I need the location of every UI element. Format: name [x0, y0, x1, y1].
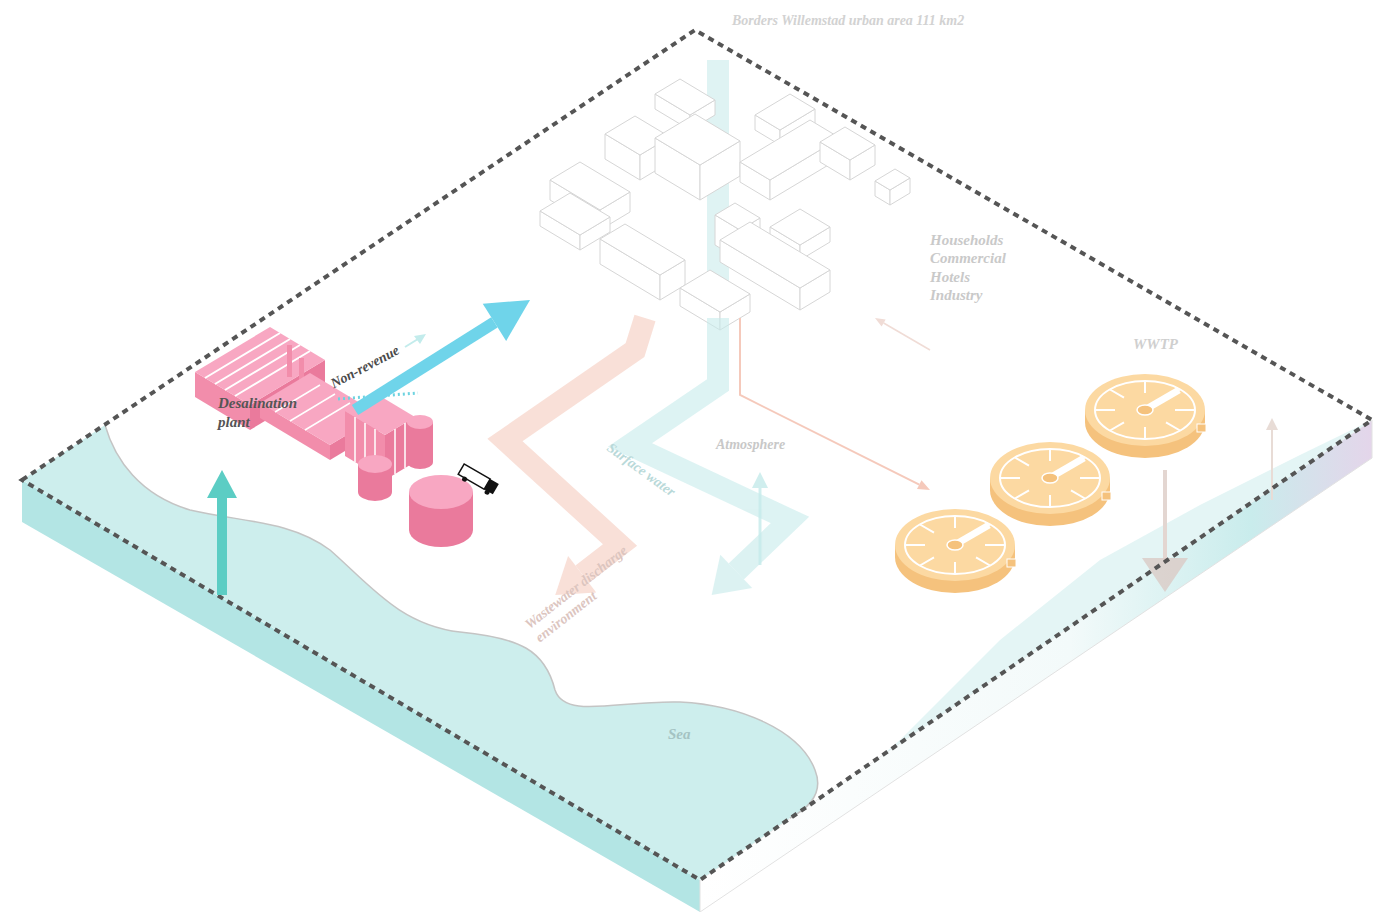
desalination-plant	[195, 327, 499, 547]
flow-arrow	[875, 318, 930, 350]
truck-body	[458, 464, 490, 489]
city-node: Households Commercial Hotels Industry	[530, 95, 1030, 318]
flow-arrow	[355, 300, 530, 410]
small-arrow	[414, 334, 426, 344]
atmosphere-arrow	[752, 472, 768, 488]
node-label: Borders Willemstad urban area 111 km2	[732, 13, 964, 30]
flow-line	[217, 498, 227, 595]
flow-line	[355, 322, 494, 410]
arrow-head	[207, 470, 237, 498]
boundary-region: Borders Willemstad urban area 111 km2Des…	[22, 8, 1372, 883]
tank	[407, 422, 433, 469]
free-label: Atmosphere	[716, 437, 785, 454]
building	[680, 270, 750, 312]
tank	[358, 455, 392, 473]
wwtp-node: WWTP	[930, 335, 1235, 585]
chimney	[287, 345, 292, 377]
truck	[456, 464, 498, 497]
building	[875, 169, 910, 190]
thin-arrow	[1271, 428, 1273, 500]
board-top	[22, 30, 1372, 880]
dashed-border	[22, 30, 1372, 880]
tank	[409, 475, 473, 509]
building	[820, 127, 875, 160]
discharge-arrow	[1163, 470, 1167, 562]
node-label: WWTP	[1133, 336, 1178, 354]
flow-line	[630, 318, 790, 572]
clarifier	[1085, 374, 1206, 458]
building	[655, 79, 715, 115]
free-label: Non-revenue	[328, 343, 402, 393]
arrow-head	[483, 300, 530, 341]
edge-label: Surface water	[603, 440, 678, 501]
node-label: Sea	[668, 726, 691, 744]
arrow-head	[555, 556, 596, 595]
sea-area	[22, 425, 818, 880]
node-label: Households Commercial Hotels Industry	[930, 231, 1025, 304]
node-label: Desalination plant	[218, 394, 318, 432]
building	[540, 193, 610, 235]
flow-arrow	[740, 318, 930, 490]
wheel	[484, 489, 491, 496]
coast-strip	[880, 420, 1372, 757]
sea-node: Sea	[22, 595, 812, 870]
flow-line	[740, 318, 919, 485]
flow-arrow	[505, 318, 645, 595]
tower-lines	[355, 417, 405, 474]
flow-arrow	[207, 470, 237, 595]
arrow-head	[875, 318, 886, 326]
arrow-head	[917, 480, 930, 490]
roof-lines	[275, 385, 350, 430]
thin-arrow	[1266, 418, 1278, 430]
building	[600, 224, 685, 275]
edge-label: Wastewater discharge environment	[522, 525, 664, 646]
flow-line	[884, 323, 930, 350]
arrow-head	[712, 555, 752, 595]
wheel	[461, 476, 468, 483]
city-buildings	[540, 79, 910, 330]
plant-node: Desalination plant	[195, 345, 355, 470]
flow-arrow	[630, 318, 790, 595]
building	[655, 114, 740, 165]
clarifier	[990, 442, 1111, 526]
clarifier	[895, 509, 1016, 593]
building	[720, 222, 830, 288]
small-arrow	[405, 339, 418, 347]
tank	[407, 415, 433, 429]
